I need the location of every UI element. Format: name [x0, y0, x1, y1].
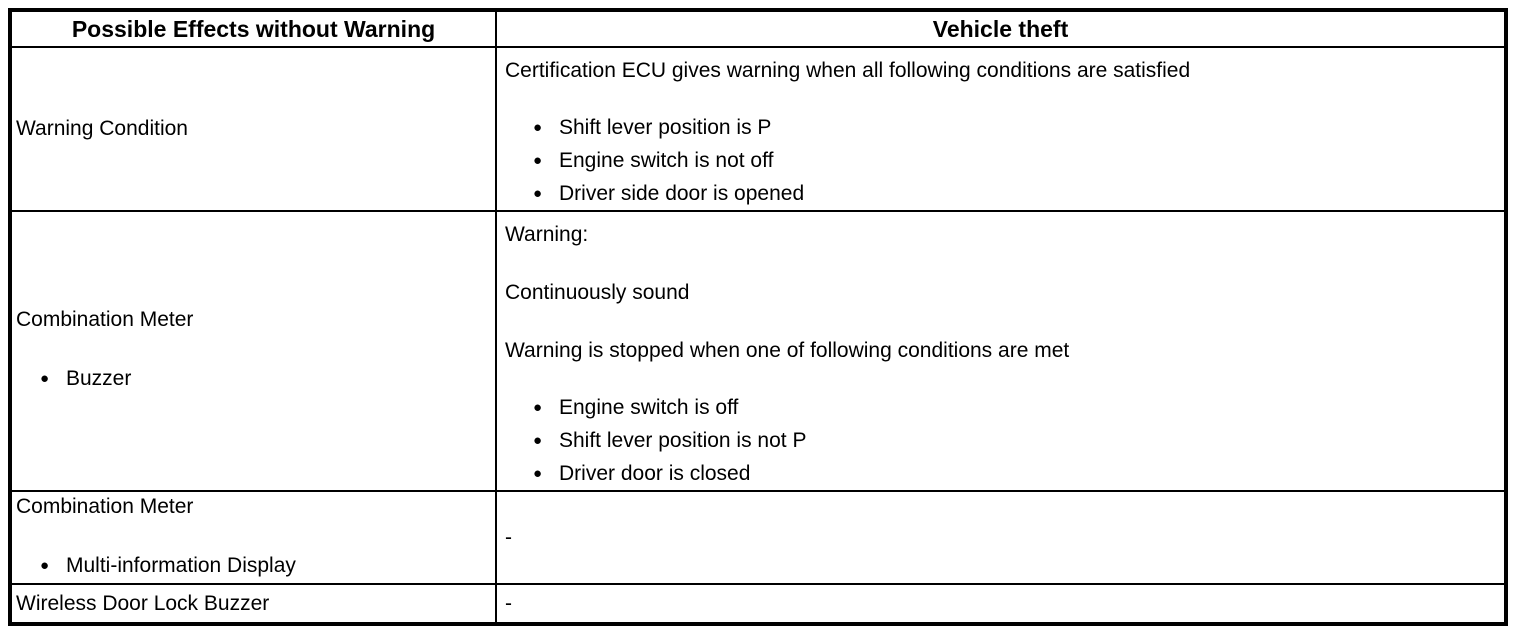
bullet-icon: ●: [533, 152, 543, 169]
bullet-icon: ●: [533, 185, 543, 202]
table-row-combination-meter-buzzer: Combination Meter ● Buzzer Warning: Cont…: [9, 210, 1507, 492]
row-label-list: ● Buzzer: [16, 362, 491, 395]
list-item: ● Driver side door is opened: [505, 177, 1496, 210]
row-label-block: Combination Meter ● Multi-information Di…: [16, 494, 491, 582]
row-label-warning-condition: Warning Condition: [9, 46, 497, 212]
row-label-text: Combination Meter: [16, 494, 194, 518]
wireless-buzzer-value-cell: -: [495, 583, 1507, 625]
list-item-text: Driver door is closed: [559, 462, 751, 485]
row-label-text: Warning Condition: [16, 117, 188, 140]
warning-condition-intro: Certification ECU gives warning when all…: [505, 59, 1191, 82]
table-row-combination-meter-mid: Combination Meter ● Multi-information Di…: [9, 490, 1507, 585]
bullet-icon: ●: [40, 556, 50, 574]
row-label-combination-meter-buzzer: Combination Meter ● Buzzer: [9, 210, 497, 492]
row-label-text: Wireless Door Lock Buzzer: [16, 591, 270, 615]
list-item: ● Buzzer: [16, 362, 491, 395]
row-label-block: Combination Meter ● Buzzer: [16, 307, 491, 395]
list-item-text: Buzzer: [66, 367, 132, 390]
row-label-text: Combination Meter: [16, 308, 194, 331]
table-row-wireless-door-lock-buzzer: Wireless Door Lock Buzzer -: [9, 583, 1507, 625]
dash-value: -: [505, 525, 512, 549]
column-header-possible-effects: Possible Effects without Warning: [9, 9, 497, 48]
warning-sound-text: Continuously sound: [505, 281, 690, 304]
list-item: ● Engine switch is off: [505, 391, 1496, 424]
buzzer-warning-details: Warning: Continuously sound Warning is s…: [495, 210, 1507, 492]
bullet-icon: ●: [533, 465, 543, 482]
row-label-wireless-door-lock-buzzer: Wireless Door Lock Buzzer: [9, 583, 497, 625]
list-item: ● Shift lever position is P: [505, 111, 1496, 144]
bullet-icon: ●: [533, 399, 543, 416]
list-item-text: Multi-information Display: [66, 553, 296, 577]
warning-label: Warning:: [505, 223, 589, 246]
bullet-icon: ●: [533, 119, 543, 136]
list-item: ● Driver door is closed: [505, 457, 1496, 490]
bullet-icon: ●: [40, 370, 50, 387]
dash-value: -: [505, 591, 512, 615]
table-header-row: Possible Effects without Warning Vehicle…: [9, 9, 1507, 48]
list-item-text: Shift lever position is not P: [559, 429, 807, 452]
row-label-combination-meter-mid: Combination Meter ● Multi-information Di…: [9, 490, 497, 585]
list-item-text: Engine switch is off: [559, 396, 739, 419]
effects-table: Possible Effects without Warning Vehicle…: [8, 8, 1508, 626]
list-item: ● Shift lever position is not P: [505, 424, 1496, 457]
warning-stop-list: ● Engine switch is off ● Shift lever pos…: [505, 391, 1496, 490]
list-item: ● Engine switch is not off: [505, 144, 1496, 177]
list-item-text: Driver side door is opened: [559, 182, 805, 205]
mid-value-cell: -: [495, 490, 1507, 585]
column-header-vehicle-theft: Vehicle theft: [495, 9, 1507, 48]
list-item-text: Shift lever position is P: [559, 116, 772, 139]
bullet-icon: ●: [533, 432, 543, 449]
list-item: ● Multi-information Display: [16, 549, 491, 582]
list-item-text: Engine switch is not off: [559, 149, 774, 172]
warning-stop-intro: Warning is stopped when one of following…: [505, 339, 1070, 362]
row-label-list: ● Multi-information Display: [16, 549, 491, 582]
warning-condition-list: ● Shift lever position is P ● Engine swi…: [505, 111, 1496, 210]
table-row-warning-condition: Warning Condition Certification ECU give…: [9, 46, 1507, 212]
warning-condition-details: Certification ECU gives warning when all…: [495, 46, 1507, 212]
